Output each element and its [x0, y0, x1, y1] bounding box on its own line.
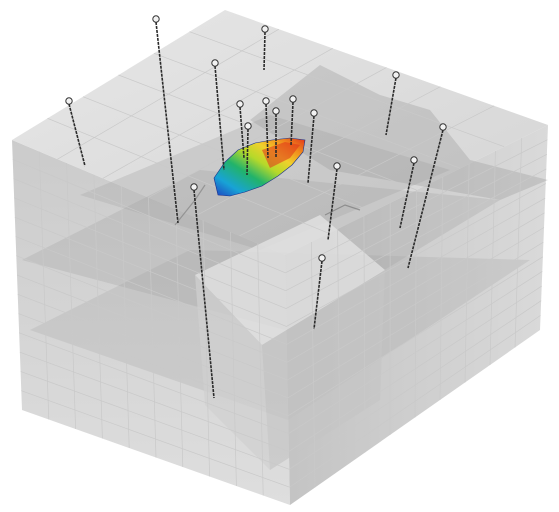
wellhead-marker[interactable]	[262, 97, 270, 105]
wellhead-marker[interactable]	[392, 71, 400, 79]
cutout-block-side	[262, 270, 385, 470]
well-group	[65, 15, 447, 399]
well-trajectory	[265, 103, 269, 159]
wellhead-marker[interactable]	[152, 15, 160, 23]
wellhead-marker[interactable]	[318, 254, 326, 262]
well-trajectory	[290, 101, 294, 146]
wellhead-marker[interactable]	[244, 122, 252, 130]
well-3[interactable]	[211, 59, 225, 171]
wellhead-marker[interactable]	[211, 59, 219, 67]
horizon-ridge	[250, 65, 548, 200]
well-1[interactable]	[152, 15, 179, 224]
well-2[interactable]	[261, 25, 269, 71]
wellhead-marker[interactable]	[261, 25, 269, 33]
model-top-face	[12, 10, 548, 255]
well-trajectory	[214, 65, 225, 171]
well-trajectory	[313, 260, 323, 330]
well-trajectory	[385, 77, 397, 136]
well-9[interactable]	[244, 122, 252, 176]
well-trajectory	[246, 128, 249, 176]
wellhead-marker[interactable]	[410, 156, 418, 164]
well-5[interactable]	[236, 100, 245, 159]
horizon-surface-highlight	[262, 142, 300, 168]
well-trajectory	[193, 189, 215, 399]
well-trajectory	[263, 31, 266, 71]
well-7[interactable]	[289, 95, 297, 146]
wellhead-marker[interactable]	[310, 109, 318, 117]
well-10[interactable]	[307, 109, 318, 184]
well-6[interactable]	[262, 97, 270, 159]
well-14[interactable]	[327, 162, 341, 241]
well-11[interactable]	[385, 71, 400, 136]
well-trajectory	[407, 129, 444, 269]
well-4[interactable]	[65, 97, 86, 167]
wellhead-marker[interactable]	[236, 100, 244, 108]
cutout-block-face	[195, 275, 270, 470]
well-13[interactable]	[399, 156, 418, 229]
well-12[interactable]	[407, 123, 447, 269]
wellhead-marker[interactable]	[65, 97, 73, 105]
well-trajectory	[239, 106, 245, 159]
well-trajectory	[399, 162, 415, 229]
well-trajectory	[155, 21, 179, 224]
wellhead-marker[interactable]	[190, 183, 198, 191]
well-trajectory	[68, 103, 86, 167]
well-trajectory	[307, 115, 315, 184]
well-8[interactable]	[272, 107, 280, 157]
wellhead-marker[interactable]	[272, 107, 280, 115]
well-15[interactable]	[190, 183, 215, 399]
wellhead-marker[interactable]	[439, 123, 447, 131]
wellhead-marker[interactable]	[289, 95, 297, 103]
well-16[interactable]	[313, 254, 326, 330]
model-grid	[12, 28, 548, 496]
wellhead-marker[interactable]	[333, 162, 341, 170]
